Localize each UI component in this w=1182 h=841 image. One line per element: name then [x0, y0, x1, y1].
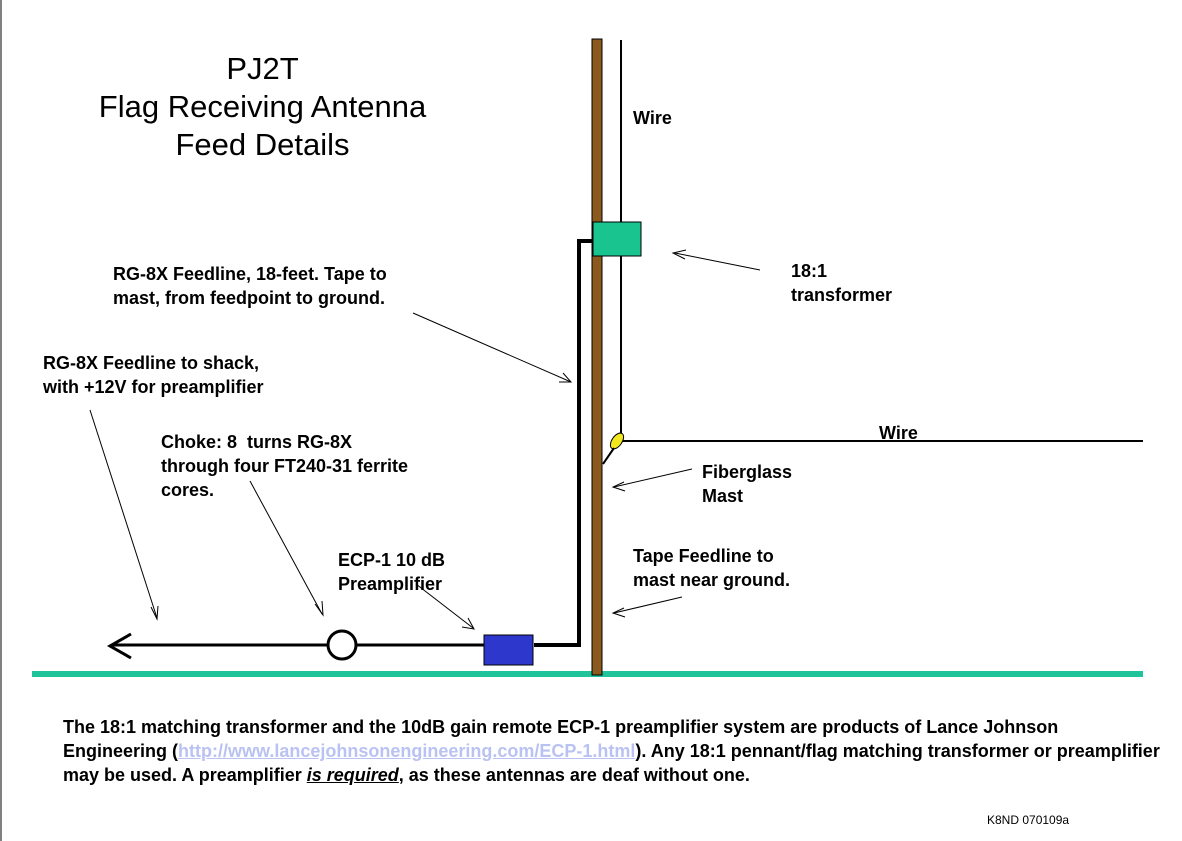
paragraph-part-2: ). Any 18:1 pennant/flag matching transf…: [63, 741, 1160, 785]
label-tape-line-2: mast near ground.: [633, 570, 791, 590]
label-choke-line-2: through four FT240-31 ferrite: [161, 456, 409, 476]
label-choke-line-1: Choke: 8 turns RG-8X: [161, 432, 353, 452]
choke-circle: [326, 629, 358, 661]
description-paragraph: The 18:1 matching transformer and the 10…: [63, 715, 1163, 787]
arrow-tape-head: [611, 607, 626, 618]
label-tape-line-1: Tape Feedline to: [633, 546, 774, 566]
label-feedline-shack-line-1: RG-8X Feedline to shack,: [43, 353, 260, 373]
paragraph-part-1: The 18:1 matching transformer and the 10…: [63, 717, 1059, 761]
arrow-preamp-head: [461, 617, 475, 630]
label-mast: Fiberglass Mast: [702, 460, 792, 508]
diagram-title: PJ2T Flag Receiving Antenna Feed Details: [60, 50, 465, 164]
feedline-arrowhead: [106, 632, 132, 660]
label-transformer-line-2: transformer: [791, 285, 893, 305]
callout-arrows: [89, 249, 761, 630]
arrow-mast-head: [611, 481, 626, 492]
label-feedline-mast: RG-8X Feedline, 18-feet. Tape to mast, f…: [113, 262, 387, 310]
label-mast-line-1: Fiberglass: [702, 462, 793, 482]
lance-johnson-link[interactable]: http://www.lancejohnsonengineering.com/E…: [178, 741, 636, 761]
label-preamp: ECP-1 10 dB Preamplifier: [338, 548, 445, 596]
label-choke: Choke: 8 turns RG-8X through four FT240-…: [161, 430, 408, 502]
label-wire-horizontal: Wire: [879, 423, 918, 443]
label-feedline-mast-line-2: mast, from feedpoint to ground.: [113, 288, 385, 308]
insulator: [609, 432, 625, 450]
label-transformer: 18:1 transformer: [791, 259, 892, 307]
label-transformer-line-1: 18:1: [791, 261, 828, 281]
footer-id: K8ND 070109a: [987, 813, 1070, 827]
arrow-feedline-shack-head: [150, 605, 159, 621]
feedline-mast: [534, 239, 593, 647]
arrow-choke: [249, 480, 323, 615]
arrow-feedline-mast: [412, 312, 572, 383]
label-feedline-shack-line-2: with +12V for preamplifier: [43, 377, 264, 397]
arrow-mast: [613, 468, 693, 488]
arrow-feedline-mast-head: [559, 372, 573, 383]
arrow-tape: [613, 596, 683, 614]
arrow-preamp: [415, 583, 474, 629]
label-preamp-line-2: Preamplifier: [338, 574, 443, 594]
label-feedline-shack: RG-8X Feedline to shack, with +12V for p…: [43, 351, 264, 399]
arrow-choke-head: [314, 600, 324, 617]
ground-line: [32, 671, 1143, 677]
title-line-3: Feed Details: [175, 127, 350, 162]
label-feedline-mast-line-1: RG-8X Feedline, 18-feet. Tape to: [113, 264, 387, 284]
label-preamp-line-1: ECP-1 10 dB: [338, 550, 446, 570]
paragraph-emphasis: is required: [306, 765, 399, 785]
insulator-lead: [602, 447, 615, 465]
label-mast-line-2: Mast: [702, 486, 744, 506]
preamp-box: [483, 634, 534, 666]
title-line-1: PJ2T: [226, 51, 299, 86]
label-wire-top: Wire: [633, 108, 672, 128]
label-tape: Tape Feedline to mast near ground.: [633, 544, 790, 592]
arrow-feedline-shack: [89, 409, 158, 619]
label-choke-line-3: cores.: [161, 480, 215, 500]
title-line-2: Flag Receiving Antenna: [98, 89, 427, 124]
paragraph-part-3: , as these antennas are deaf without one…: [398, 765, 750, 785]
arrow-transformer-head: [671, 249, 687, 260]
fiberglass-mast: [591, 38, 603, 676]
arrow-transformer: [674, 252, 761, 271]
transformer-box: [592, 221, 642, 257]
